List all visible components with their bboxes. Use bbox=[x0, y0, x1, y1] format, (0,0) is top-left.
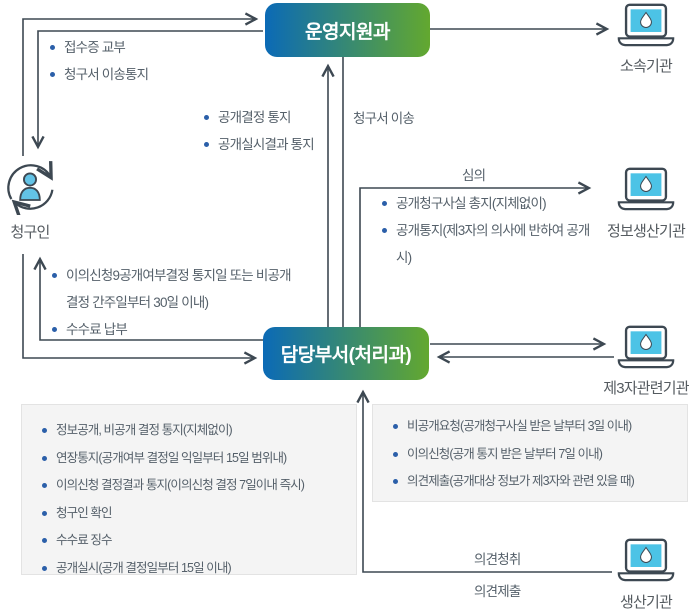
third-party-org-label: 제3자관련기관 bbox=[603, 380, 689, 397]
request-transfer-edge-label: 청구서 이송 bbox=[353, 111, 415, 126]
bullet-item: 이의신청9공개여부결정 통지일 또는 비공개 결정 간주일부터 30일 이내) bbox=[50, 262, 295, 316]
claimant-label: 청구인 bbox=[10, 224, 50, 241]
bullet-item: 공개실시(공개 결정일부터 15일 이내) bbox=[40, 555, 304, 583]
bullet-item: 공개결정 통지 bbox=[202, 104, 314, 131]
affiliated-org-label: 소속기관 bbox=[619, 58, 673, 75]
bullet-item: 공개통지(제3자의 의사에 반하여 공개시) bbox=[380, 217, 598, 271]
dept-to-operation-notes: 공개결정 통지 공개실시결과 통지 bbox=[202, 104, 315, 158]
third-party-duties-box: 비공개요청(공개청구사실 받은 날부터 3일 이내) 이의신청(공개 통지 받은… bbox=[372, 404, 688, 502]
bullet-item: 이의신청(공개 통지 받은 날부터 7일 이내) bbox=[391, 441, 634, 469]
bullet-item: 비공개요청(공개청구사실 받은 날부터 3일 이내) bbox=[391, 413, 634, 441]
bullet-item: 정보공개, 비공개 결정 통지(지체없이) bbox=[40, 417, 304, 445]
producing-org-laptop-icon bbox=[617, 538, 675, 591]
bullet-item: 의견제출(공개대상 정보가 제3자와 관련 있을 때) bbox=[391, 468, 635, 496]
deliberation-edge-label: 심의 bbox=[462, 168, 486, 183]
affiliated-org-laptop-icon bbox=[617, 3, 675, 56]
node-handling-department: 담당부서(처리과) bbox=[263, 327, 429, 380]
node-operation-support-division: 운영지원과 bbox=[265, 3, 430, 57]
producing-org-label: 생산기관 bbox=[619, 594, 673, 611]
node-label: 담당부서(처리과) bbox=[280, 345, 412, 366]
opinion-submission-edge-label: 의견제출 bbox=[474, 584, 521, 599]
info-producing-org-label: 정보생산기관 bbox=[606, 223, 686, 240]
bullet-item: 이의신청 결정결과 통지(이의신청 결정 7일이내 즉시) bbox=[40, 472, 305, 500]
third-party-org-laptop-icon bbox=[617, 325, 675, 378]
node-label: 운영지원과 bbox=[305, 21, 390, 43]
info-producing-org-laptop-icon bbox=[617, 167, 675, 220]
claimant-to-operation-notes: 접수증 교부 청구서 이송통지 bbox=[48, 34, 149, 88]
deliberation-notes: 공개청구사실 총지(지체없이) 공개통지(제3자의 의사에 반하여 공개시) bbox=[380, 190, 598, 271]
bullet-item: 수수료 납부 bbox=[50, 316, 295, 343]
bullet-item: 청구서 이송통지 bbox=[48, 61, 149, 88]
bullet-item: 연장통지(공개여부 결정일 익일부터 15일 범위내) bbox=[40, 445, 304, 473]
bullet-item: 공개청구사실 총지(지체없이) bbox=[380, 190, 598, 217]
bullet-item: 청구인 확인 bbox=[40, 500, 304, 528]
dept-duties-box: 정보공개, 비공개 결정 통지(지체없이) 연장통지(공개여부 결정일 익일부터… bbox=[21, 404, 357, 575]
bullet-item: 접수증 교부 bbox=[48, 34, 148, 61]
opinion-hearing-edge-label: 의견청취 bbox=[474, 552, 521, 567]
bullet-item: 수수료 징수 bbox=[40, 527, 304, 555]
dept-to-claimant-notes: 이의신청9공개여부결정 통지일 또는 비공개 결정 간주일부터 30일 이내) … bbox=[50, 262, 295, 343]
bullet-item: 공개실시결과 통지 bbox=[202, 131, 315, 158]
claimant-cycle-person-icon bbox=[2, 157, 58, 219]
